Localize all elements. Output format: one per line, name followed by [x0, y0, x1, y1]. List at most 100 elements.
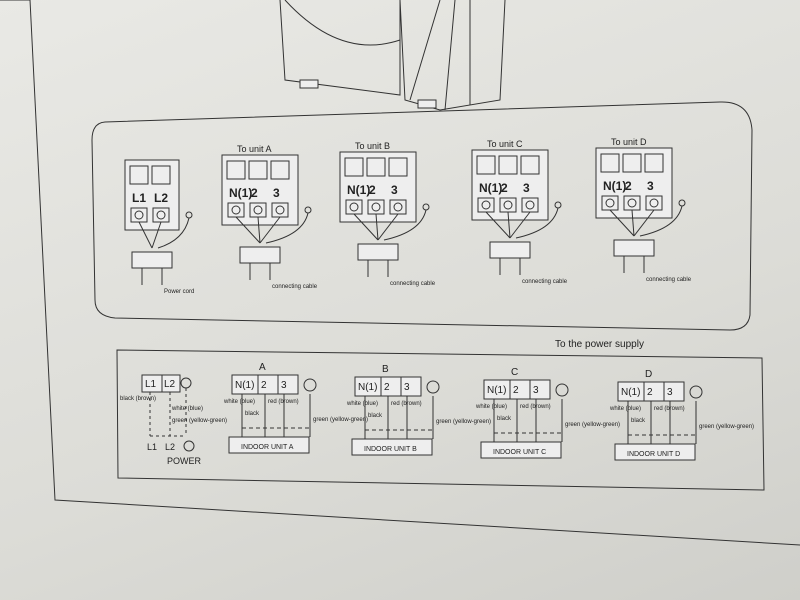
power-label: POWER [167, 456, 202, 466]
unit-letter: B [382, 364, 389, 375]
indoor-unit-label: INDOOR UNIT B [364, 446, 417, 453]
screw-icon [649, 198, 659, 208]
wire-label-white: white (blue) [346, 401, 378, 407]
terminal-label: L1 [132, 191, 146, 205]
terminal-label: 2 [647, 387, 653, 398]
terminal-label: 3 [533, 385, 539, 396]
terminal-label: N(1) [235, 380, 254, 391]
wiring-schematic-panel [116, 349, 765, 491]
block-title: To unit A [237, 144, 272, 154]
terminal-label: 2 [369, 183, 376, 197]
block-title: To unit B [355, 141, 390, 151]
screw-icon [156, 210, 166, 220]
wire-label-green: green (yellow-green) [436, 419, 491, 425]
terminal-label: 3 [647, 179, 654, 193]
screw-icon [371, 202, 381, 212]
cable-caption: connecting cable [390, 281, 436, 287]
screw-icon [481, 200, 491, 210]
page-edge [0, 0, 800, 546]
ground-icon [689, 385, 703, 399]
screw-icon [349, 202, 359, 212]
wire-label-black: black [497, 416, 512, 422]
indoor-unit-schematic-a: A N(1) 2 3 white (blue) black red (brown) green… [223, 362, 368, 454]
indoor-unit-schematic-b: B N(1) 2 3 white (blue) black red (brown) green… [346, 364, 491, 456]
ground-icon [180, 377, 192, 389]
cable-clamp [131, 251, 173, 269]
ground-screw-icon [422, 203, 430, 211]
terminal-panel-top [91, 101, 753, 331]
terminal-block-b: To unit B N(1)2 3 connecting cable [339, 141, 436, 287]
screw-icon [627, 198, 637, 208]
cable-caption: connecting cable [646, 277, 692, 283]
terminal-label: 3 [273, 186, 280, 200]
ground-icon [555, 383, 569, 397]
terminal-label: 2 [513, 385, 519, 396]
cable-clamp [613, 239, 655, 257]
terminal-label: 3 [391, 183, 398, 197]
wire-label-white: white (blue) [223, 399, 255, 405]
terminal-label: 3 [667, 387, 673, 398]
terminal-label: 2 [251, 186, 258, 200]
terminal-label: 2 [625, 179, 632, 193]
screw-icon [503, 200, 513, 210]
terminal-label: 3 [281, 380, 287, 391]
terminal-label: 2 [501, 181, 508, 195]
terminal-label: N(1) [621, 387, 640, 398]
unit-letter: A [259, 362, 266, 373]
wire-label-left: black (brown) [120, 396, 156, 402]
bottom-l2: L2 [165, 442, 175, 452]
ground-screw-icon [678, 199, 686, 207]
indoor-unit-label: INDOOR UNIT A [241, 444, 294, 451]
cable-caption: Power cord [164, 289, 194, 295]
screw-icon [134, 210, 144, 220]
ground-screw-icon [304, 206, 312, 214]
screw-icon [525, 200, 535, 210]
terminal-label: N(1) [603, 179, 626, 193]
terminal-label: L2 [154, 191, 168, 205]
wire-label-black: black [631, 418, 646, 424]
terminal-label: 3 [523, 181, 530, 195]
cable-clamp [239, 246, 281, 264]
ground-icon [183, 440, 195, 452]
terminal-label: N(1) [347, 183, 370, 197]
screw-icon [605, 198, 615, 208]
wire-label-green: green (yellow-green) [313, 417, 368, 423]
terminal-label: 2 [384, 382, 390, 393]
wire-label-mid: white (blue) [171, 406, 203, 412]
wire-label-right: green (yellow-green) [172, 418, 227, 424]
terminal-l2: L2 [164, 379, 176, 390]
screw-icon [231, 205, 241, 215]
wire-label-black: black [245, 411, 260, 417]
ground-icon [426, 380, 440, 394]
wire-label-red: red (brown) [268, 399, 299, 405]
terminal-label: N(1) [479, 181, 502, 195]
wire-label-white: white (blue) [609, 406, 641, 412]
block-title: To unit C [487, 139, 523, 149]
ground-screw-icon [185, 211, 193, 219]
cable-caption: connecting cable [522, 279, 568, 285]
terminal-block-c: To unit C N(1)2 3 connecting cable [471, 139, 568, 285]
wire-label-green: green (yellow-green) [565, 422, 620, 428]
terminal-label: 3 [404, 382, 410, 393]
screw-icon [253, 205, 263, 215]
power-supply-label: To the power supply [555, 339, 644, 350]
wire-label-red: red (brown) [654, 406, 685, 412]
wire-label-black: black [368, 413, 383, 419]
block-title: To unit D [611, 137, 647, 147]
terminal-block-d: To unit D N(1)2 3 connecting cable [595, 137, 692, 283]
wire-label-red: red (brown) [391, 401, 422, 407]
cable-clamp [489, 241, 531, 259]
screw-icon [393, 202, 403, 212]
ground-icon [303, 378, 317, 392]
screw-icon [275, 205, 285, 215]
outdoor-unit-illustration [279, 0, 506, 111]
terminal-label: N(1) [358, 382, 377, 393]
terminal-label: 2 [261, 380, 267, 391]
indoor-unit-label: INDOOR UNIT C [493, 449, 546, 456]
